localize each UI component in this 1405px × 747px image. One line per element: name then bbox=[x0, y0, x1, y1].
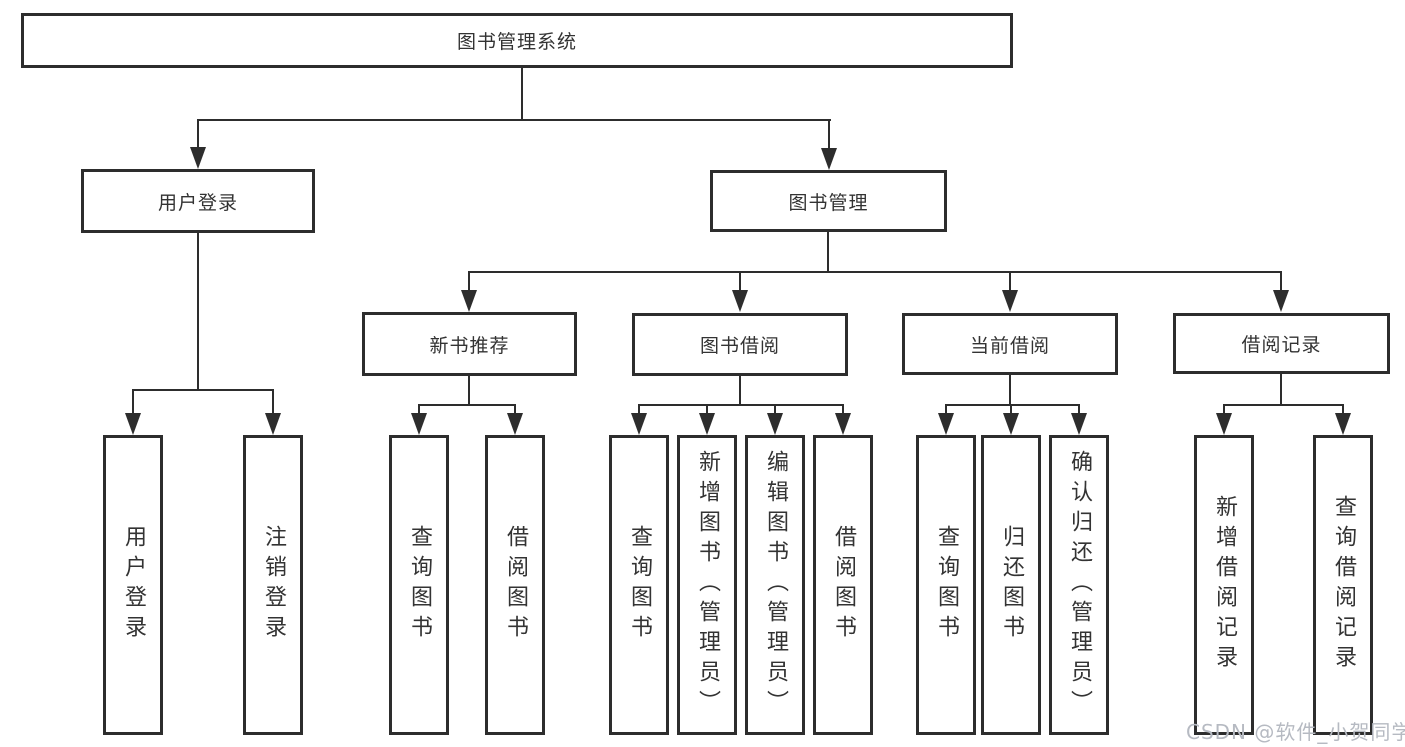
connector-book-mgmt-stem bbox=[827, 232, 829, 273]
leaf-borrow-books-2-label: 借阅图书 bbox=[831, 525, 856, 645]
node-new-books: 新书推荐 bbox=[362, 312, 577, 376]
leaf-add-borrow-record-label: 新增借阅记录 bbox=[1212, 495, 1237, 675]
arrow-to-new-books bbox=[461, 290, 477, 312]
arrow-to-leafA2 bbox=[265, 413, 281, 435]
connector-branch-user-login bbox=[132, 389, 274, 391]
connector-drop-leafC2 bbox=[706, 404, 708, 415]
arrow-to-current-borrow bbox=[1002, 290, 1018, 312]
leaf-confirm-return-admin-label: 确认归还（管理员） bbox=[1067, 450, 1092, 720]
connector-drop-borrow-records bbox=[1280, 271, 1282, 292]
arrow-to-book-borrow bbox=[732, 290, 748, 312]
leaf-borrow-books-2: 借阅图书 bbox=[813, 435, 873, 735]
leaf-return-books: 归还图书 bbox=[981, 435, 1041, 735]
leaf-confirm-return-admin: 确认归还（管理员） bbox=[1049, 435, 1109, 735]
connector-drop-leafE2 bbox=[1342, 404, 1344, 415]
connector-drop-book-mgmt bbox=[828, 119, 830, 149]
leaf-query-books-1-label: 查询图书 bbox=[407, 525, 432, 645]
connector-drop-leafC3 bbox=[774, 404, 776, 415]
connector-book-borrow-stem bbox=[739, 376, 741, 406]
leaf-borrow-books-1: 借阅图书 bbox=[485, 435, 545, 735]
connector-drop-current-borrow bbox=[1009, 271, 1011, 292]
connector-branch-book-borrow bbox=[638, 404, 844, 406]
leaf-query-borrow-record: 查询借阅记录 bbox=[1313, 435, 1373, 735]
arrow-to-leafB1 bbox=[411, 413, 427, 435]
connector-drop-leafA2 bbox=[272, 389, 274, 415]
connector-drop-leafB2 bbox=[514, 404, 516, 415]
arrow-to-leafE2 bbox=[1335, 413, 1351, 435]
connector-new-books-stem bbox=[468, 376, 470, 406]
leaf-edit-books-admin-label: 编辑图书（管理员） bbox=[763, 450, 788, 720]
arrow-to-leafC1 bbox=[631, 413, 647, 435]
connector-branch-new-books bbox=[418, 404, 516, 406]
connector-drop-user-login bbox=[197, 119, 199, 149]
connector-drop-leafD3 bbox=[1078, 404, 1080, 415]
leaf-borrow-books-1-label: 借阅图书 bbox=[503, 525, 528, 645]
leaf-query-books-3-label: 查询图书 bbox=[934, 525, 959, 645]
leaf-user-login-label: 用户登录 bbox=[121, 525, 146, 645]
arrow-to-leafC3 bbox=[767, 413, 783, 435]
leaf-add-borrow-record: 新增借阅记录 bbox=[1194, 435, 1254, 735]
connector-drop-book-borrow bbox=[739, 271, 741, 292]
connector-root-stem bbox=[521, 68, 523, 120]
arrow-to-borrow-records bbox=[1273, 290, 1289, 312]
node-current-borrow: 当前借阅 bbox=[902, 313, 1118, 375]
leaf-query-books-2: 查询图书 bbox=[609, 435, 669, 735]
leaf-logout-label: 注销登录 bbox=[261, 525, 286, 645]
node-book-borrow: 图书借阅 bbox=[632, 313, 848, 376]
connector-branch-level2 bbox=[468, 271, 1282, 273]
connector-drop-leafD2 bbox=[1010, 404, 1012, 415]
leaf-user-login: 用户登录 bbox=[103, 435, 163, 735]
leaf-query-books-1: 查询图书 bbox=[389, 435, 449, 735]
connector-user-login-stem bbox=[197, 233, 199, 391]
arrow-to-leafD3 bbox=[1071, 413, 1087, 435]
arrow-to-user-login bbox=[190, 147, 206, 169]
leaf-add-books-admin-label: 新增图书（管理员） bbox=[695, 450, 720, 720]
connector-branch-current-borrow bbox=[945, 404, 1080, 406]
arrow-to-leafC4 bbox=[835, 413, 851, 435]
leaf-add-books-admin: 新增图书（管理员） bbox=[677, 435, 737, 735]
arrow-to-leafC2 bbox=[699, 413, 715, 435]
connector-drop-leafA1 bbox=[132, 389, 134, 415]
arrow-to-leafD2 bbox=[1003, 413, 1019, 435]
leaf-logout: 注销登录 bbox=[243, 435, 303, 735]
leaf-query-books-3: 查询图书 bbox=[916, 435, 976, 735]
node-book-mgmt: 图书管理 bbox=[710, 170, 947, 232]
connector-drop-new-books bbox=[468, 271, 470, 292]
connector-drop-leafB1 bbox=[418, 404, 420, 415]
connector-drop-leafC4 bbox=[842, 404, 844, 415]
arrow-to-book-mgmt bbox=[821, 148, 837, 170]
arrow-to-leafA1 bbox=[125, 413, 141, 435]
connector-branch-borrow-records bbox=[1223, 404, 1344, 406]
connector-drop-leafE1 bbox=[1223, 404, 1225, 415]
csdn-watermark: CSDN @软件_小贺同学 bbox=[1186, 720, 1405, 744]
connector-current-borrow-stem bbox=[1009, 375, 1011, 406]
leaf-query-books-2-label: 查询图书 bbox=[627, 525, 652, 645]
leaf-return-books-label: 归还图书 bbox=[999, 525, 1024, 645]
leaf-query-borrow-record-label: 查询借阅记录 bbox=[1331, 495, 1356, 675]
connector-borrow-records-stem bbox=[1280, 374, 1282, 406]
arrow-to-leafD1 bbox=[938, 413, 954, 435]
arrow-to-leafE1 bbox=[1216, 413, 1232, 435]
connector-drop-leafD1 bbox=[945, 404, 947, 415]
node-library-system: 图书管理系统 bbox=[21, 13, 1013, 68]
connector-drop-leafC1 bbox=[638, 404, 640, 415]
arrow-to-leafB2 bbox=[507, 413, 523, 435]
node-user-login: 用户登录 bbox=[81, 169, 315, 233]
node-borrow-records: 借阅记录 bbox=[1173, 313, 1390, 374]
leaf-edit-books-admin: 编辑图书（管理员） bbox=[745, 435, 805, 735]
connector-branch-level1 bbox=[197, 119, 831, 121]
